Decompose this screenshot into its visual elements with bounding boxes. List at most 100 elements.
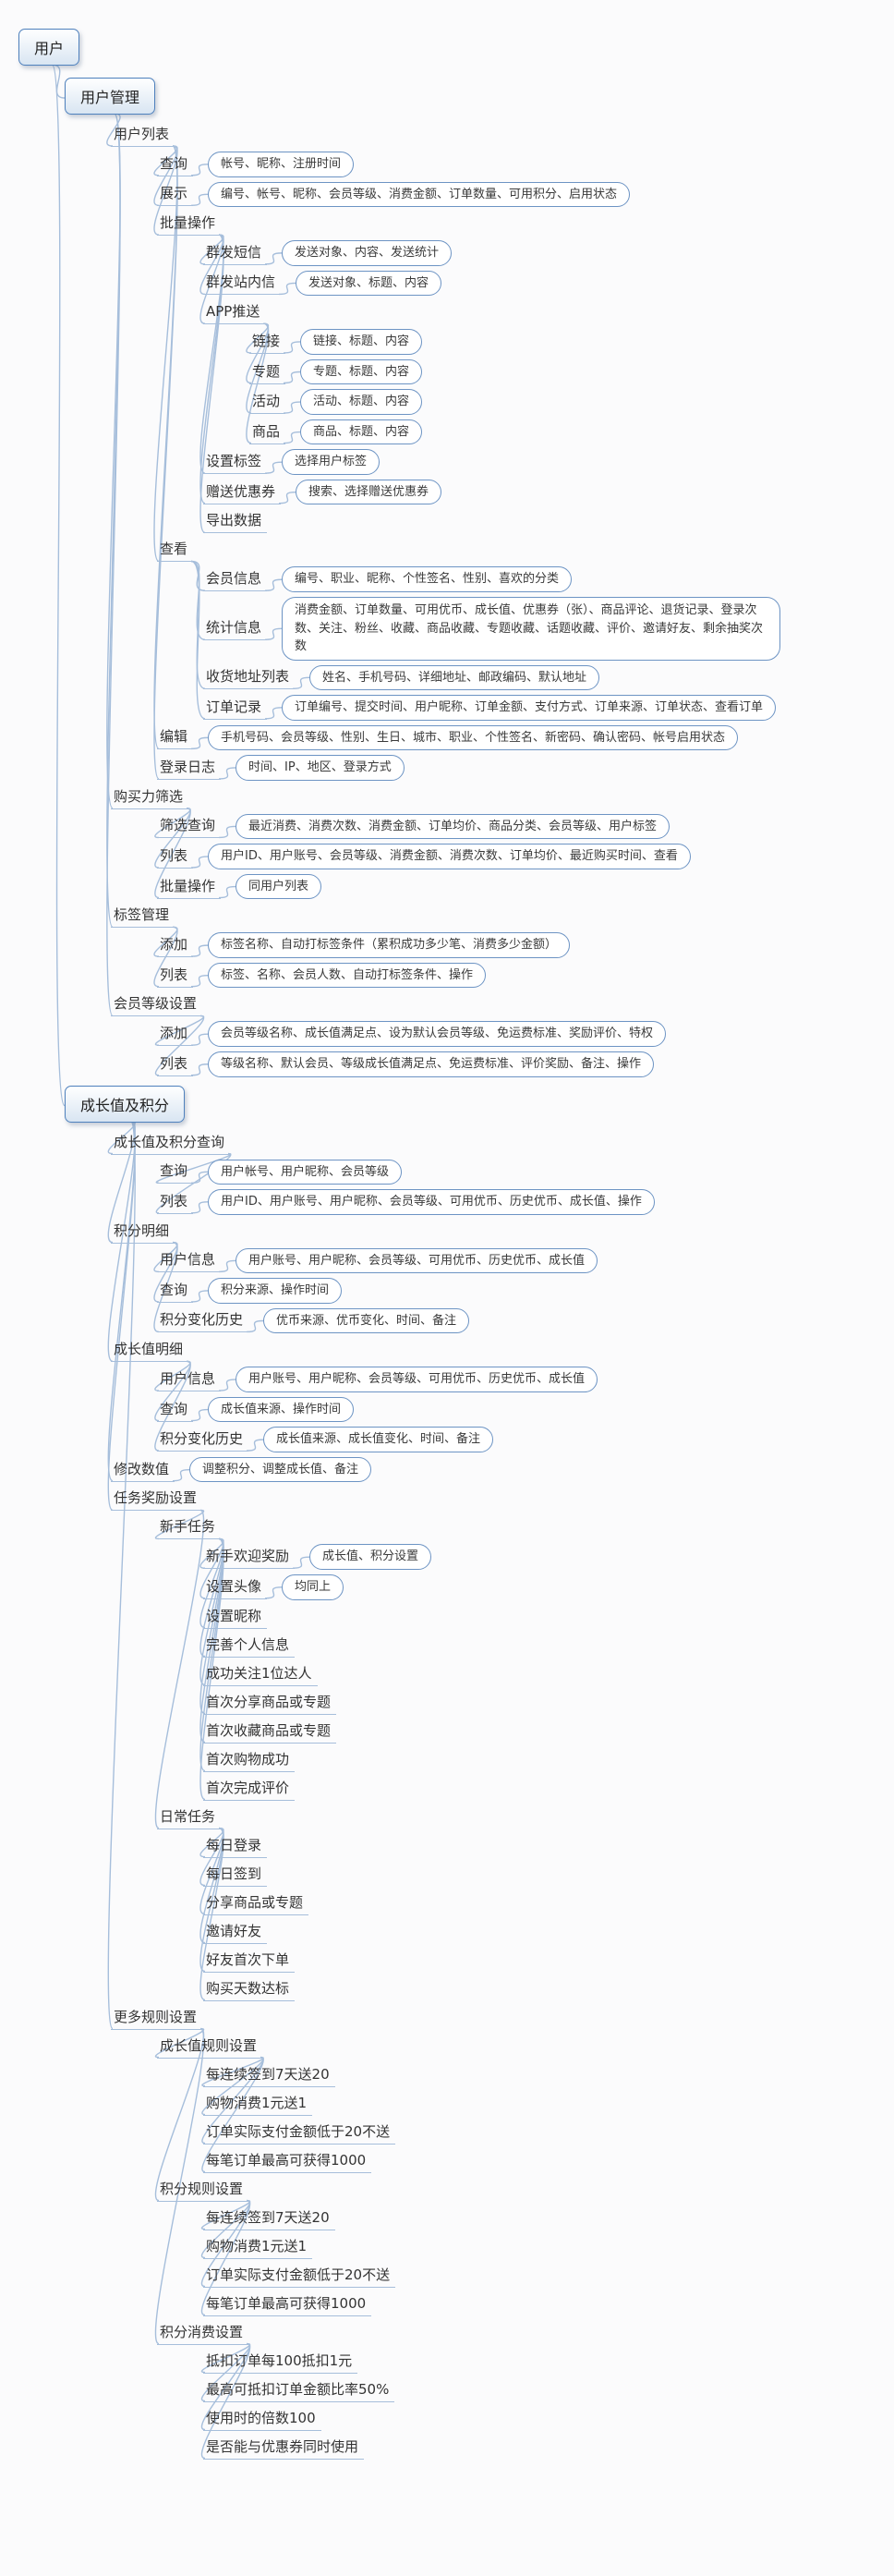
subtopic[interactable]: 设置昵称 bbox=[203, 1605, 268, 1629]
subtopic[interactable]: 首次分享商品或专题 bbox=[203, 1691, 337, 1715]
subtopic[interactable]: 统计信息 bbox=[203, 616, 268, 641]
subtopic[interactable]: 群发短信 bbox=[203, 241, 268, 265]
root-topic[interactable]: 用户 bbox=[18, 29, 80, 66]
detail-topic[interactable]: 链接、标题、内容 bbox=[300, 329, 423, 355]
detail-topic[interactable]: 发送对象、标题、内容 bbox=[296, 270, 442, 297]
subtopic[interactable]: 每日签到 bbox=[203, 1863, 268, 1887]
detail-topic[interactable]: 选择用户标签 bbox=[282, 449, 381, 475]
subtopic[interactable]: 购买天数达标 bbox=[203, 1977, 296, 2001]
detail-topic[interactable]: 成长值来源、操作时间 bbox=[208, 1396, 355, 1423]
detail-topic[interactable]: 同用户列表 bbox=[236, 873, 322, 900]
subtopic[interactable]: 好友首次下单 bbox=[203, 1949, 296, 1973]
subtopic[interactable]: 成功关注1位达人 bbox=[203, 1662, 318, 1686]
detail-topic[interactable]: 商品、标题、内容 bbox=[300, 419, 423, 445]
detail-topic[interactable]: 搜索、选择赠送优惠券 bbox=[296, 479, 442, 505]
subtopic[interactable]: 修改数值 bbox=[111, 1458, 175, 1482]
subtopic[interactable]: 筛选查询 bbox=[157, 814, 222, 839]
subtopic[interactable]: 购物消费1元送1 bbox=[203, 2235, 313, 2259]
subtopic[interactable]: 添加 bbox=[157, 933, 194, 958]
detail-topic[interactable]: 用户账号、用户昵称、会员等级、可用优币、历史优币、成长值 bbox=[236, 1367, 598, 1392]
subtopic[interactable]: 列表 bbox=[157, 1190, 194, 1214]
subtopic[interactable]: 活动 bbox=[249, 390, 286, 415]
subtopic[interactable]: 展示 bbox=[157, 182, 194, 207]
subtopic[interactable]: 赠送优惠券 bbox=[203, 480, 282, 504]
subtopic[interactable]: 积分明细 bbox=[111, 1220, 175, 1244]
subtopic[interactable]: 每连续签到7天送20 bbox=[203, 2063, 335, 2087]
subtopic[interactable]: 商品 bbox=[249, 420, 286, 444]
subtopic[interactable]: 购物消费1元送1 bbox=[203, 2092, 313, 2116]
detail-topic[interactable]: 活动、标题、内容 bbox=[300, 389, 423, 415]
subtopic[interactable]: 首次完成评价 bbox=[203, 1777, 296, 1801]
detail-topic[interactable]: 积分来源、操作时间 bbox=[208, 1278, 343, 1304]
subtopic[interactable]: 成长值明细 bbox=[111, 1338, 189, 1363]
subtopic[interactable]: 是否能与优惠券同时使用 bbox=[203, 2436, 365, 2460]
subtopic[interactable]: 导出数据 bbox=[203, 509, 268, 534]
subtopic[interactable]: 批量操作 bbox=[157, 212, 222, 237]
subtopic[interactable]: 链接 bbox=[249, 330, 286, 354]
subtopic[interactable]: 首次收藏商品或专题 bbox=[203, 1719, 337, 1744]
detail-topic[interactable]: 手机号码、会员等级、性别、生日、城市、职业、个性签名、新密码、确认密码、帐号启用… bbox=[208, 724, 739, 751]
subtopic[interactable]: 抵扣订单每100抵扣1元 bbox=[203, 2350, 358, 2374]
subtopic[interactable]: 积分规则设置 bbox=[157, 2178, 249, 2202]
subtopic[interactable]: 订单实际支付金额低于20不送 bbox=[203, 2120, 396, 2145]
subtopic[interactable]: 每日登录 bbox=[203, 1834, 268, 1858]
subtopic[interactable]: 每笔订单最高可获得1000 bbox=[203, 2149, 372, 2173]
subtopic[interactable]: 订单记录 bbox=[203, 696, 268, 720]
subtopic[interactable]: 批量操作 bbox=[157, 875, 222, 899]
detail-topic[interactable]: 编号、职业、昵称、个性签名、性别、喜欢的分类 bbox=[282, 566, 573, 593]
subtopic[interactable]: 列表 bbox=[157, 844, 194, 869]
subtopic[interactable]: 登录日志 bbox=[157, 756, 222, 780]
main-topic[interactable]: 用户管理 bbox=[65, 78, 156, 115]
detail-topic[interactable]: 等级名称、默认会员、等级成长值满足点、免运费标准、评价奖励、备注、操作 bbox=[208, 1051, 655, 1077]
subtopic[interactable]: 每笔订单最高可获得1000 bbox=[203, 2292, 372, 2316]
detail-topic[interactable]: 姓名、手机号码、详细地址、邮政编码、默认地址 bbox=[309, 664, 600, 691]
detail-topic[interactable]: 均同上 bbox=[282, 1574, 344, 1600]
detail-topic[interactable]: 发送对象、内容、发送统计 bbox=[282, 240, 453, 266]
subtopic[interactable]: 首次购物成功 bbox=[203, 1748, 296, 1772]
subtopic[interactable]: 新手任务 bbox=[157, 1515, 222, 1540]
detail-topic[interactable]: 帐号、昵称、注册时间 bbox=[208, 152, 355, 177]
detail-topic[interactable]: 最近消费、消费次数、消费金额、订单均价、商品分类、会员等级、用户标签 bbox=[236, 813, 670, 840]
subtopic[interactable]: 使用时的倍数100 bbox=[203, 2407, 321, 2431]
subtopic[interactable]: 用户列表 bbox=[111, 123, 175, 147]
detail-topic[interactable]: 优币来源、优币变化、时间、备注 bbox=[263, 1307, 470, 1334]
subtopic[interactable]: 列表 bbox=[157, 1052, 194, 1076]
subtopic[interactable]: 查询 bbox=[157, 1160, 194, 1185]
subtopic[interactable]: 成长值规则设置 bbox=[157, 2035, 263, 2059]
detail-topic[interactable]: 消费金额、订单数量、可用优币、成长值、优惠券（张）、商品评论、退货记录、登录次数… bbox=[282, 597, 781, 661]
subtopic[interactable]: 编辑 bbox=[157, 725, 194, 750]
subtopic[interactable]: 标签管理 bbox=[111, 904, 175, 929]
subtopic[interactable]: 积分消费设置 bbox=[157, 2321, 249, 2345]
subtopic[interactable]: 添加 bbox=[157, 1022, 194, 1047]
main-topic[interactable]: 成长值及积分 bbox=[65, 1085, 186, 1123]
subtopic[interactable]: 用户信息 bbox=[157, 1248, 222, 1273]
detail-topic[interactable]: 订单编号、提交时间、用户昵称、订单金额、支付方式、订单来源、订单状态、查看订单 bbox=[282, 695, 777, 721]
detail-topic[interactable]: 标签、名称、会员人数、自动打标签条件、操作 bbox=[208, 962, 487, 989]
subtopic[interactable]: 新手欢迎奖励 bbox=[203, 1545, 296, 1570]
detail-topic[interactable]: 编号、帐号、昵称、会员等级、消费金额、订单数量、可用积分、启用状态 bbox=[208, 181, 631, 208]
subtopic[interactable]: 积分变化历史 bbox=[157, 1428, 249, 1452]
subtopic[interactable]: 设置标签 bbox=[203, 450, 268, 475]
subtopic[interactable]: 专题 bbox=[249, 360, 286, 384]
detail-topic[interactable]: 专题、标题、内容 bbox=[300, 358, 423, 385]
detail-topic[interactable]: 用户帐号、用户昵称、会员等级 bbox=[208, 1159, 403, 1185]
subtopic[interactable]: 群发站内信 bbox=[203, 271, 282, 296]
detail-topic[interactable]: 时间、IP、地区、登录方式 bbox=[236, 755, 405, 781]
detail-topic[interactable]: 成长值来源、成长值变化、时间、备注 bbox=[263, 1427, 494, 1452]
subtopic[interactable]: 分享商品或专题 bbox=[203, 1891, 309, 1915]
subtopic[interactable]: 收货地址列表 bbox=[203, 665, 296, 690]
detail-topic[interactable]: 用户账号、用户昵称、会员等级、可用优币、历史优币、成长值 bbox=[236, 1247, 598, 1274]
subtopic[interactable]: 查询 bbox=[157, 152, 194, 176]
subtopic[interactable]: 订单实际支付金额低于20不送 bbox=[203, 2264, 396, 2288]
detail-topic[interactable]: 会员等级名称、成长值满足点、设为默认会员等级、免运费标准、奖励评价、特权 bbox=[208, 1021, 667, 1047]
subtopic[interactable]: 查看 bbox=[157, 538, 194, 563]
subtopic[interactable]: 设置头像 bbox=[203, 1575, 268, 1599]
subtopic[interactable]: 邀请好友 bbox=[203, 1920, 268, 1944]
subtopic[interactable]: 最高可抵扣订单金额比率50% bbox=[203, 2378, 395, 2402]
subtopic[interactable]: 查询 bbox=[157, 1398, 194, 1422]
detail-topic[interactable]: 用户ID、用户账号、会员等级、消费金额、消费次数、订单均价、最近购买时间、查看 bbox=[208, 844, 691, 869]
subtopic[interactable]: 成长值及积分查询 bbox=[111, 1131, 231, 1155]
subtopic[interactable]: 列表 bbox=[157, 964, 194, 988]
subtopic[interactable]: 积分变化历史 bbox=[157, 1308, 249, 1333]
detail-topic[interactable]: 用户ID、用户账号、用户昵称、会员等级、可用优币、历史优币、成长值、操作 bbox=[208, 1189, 655, 1215]
